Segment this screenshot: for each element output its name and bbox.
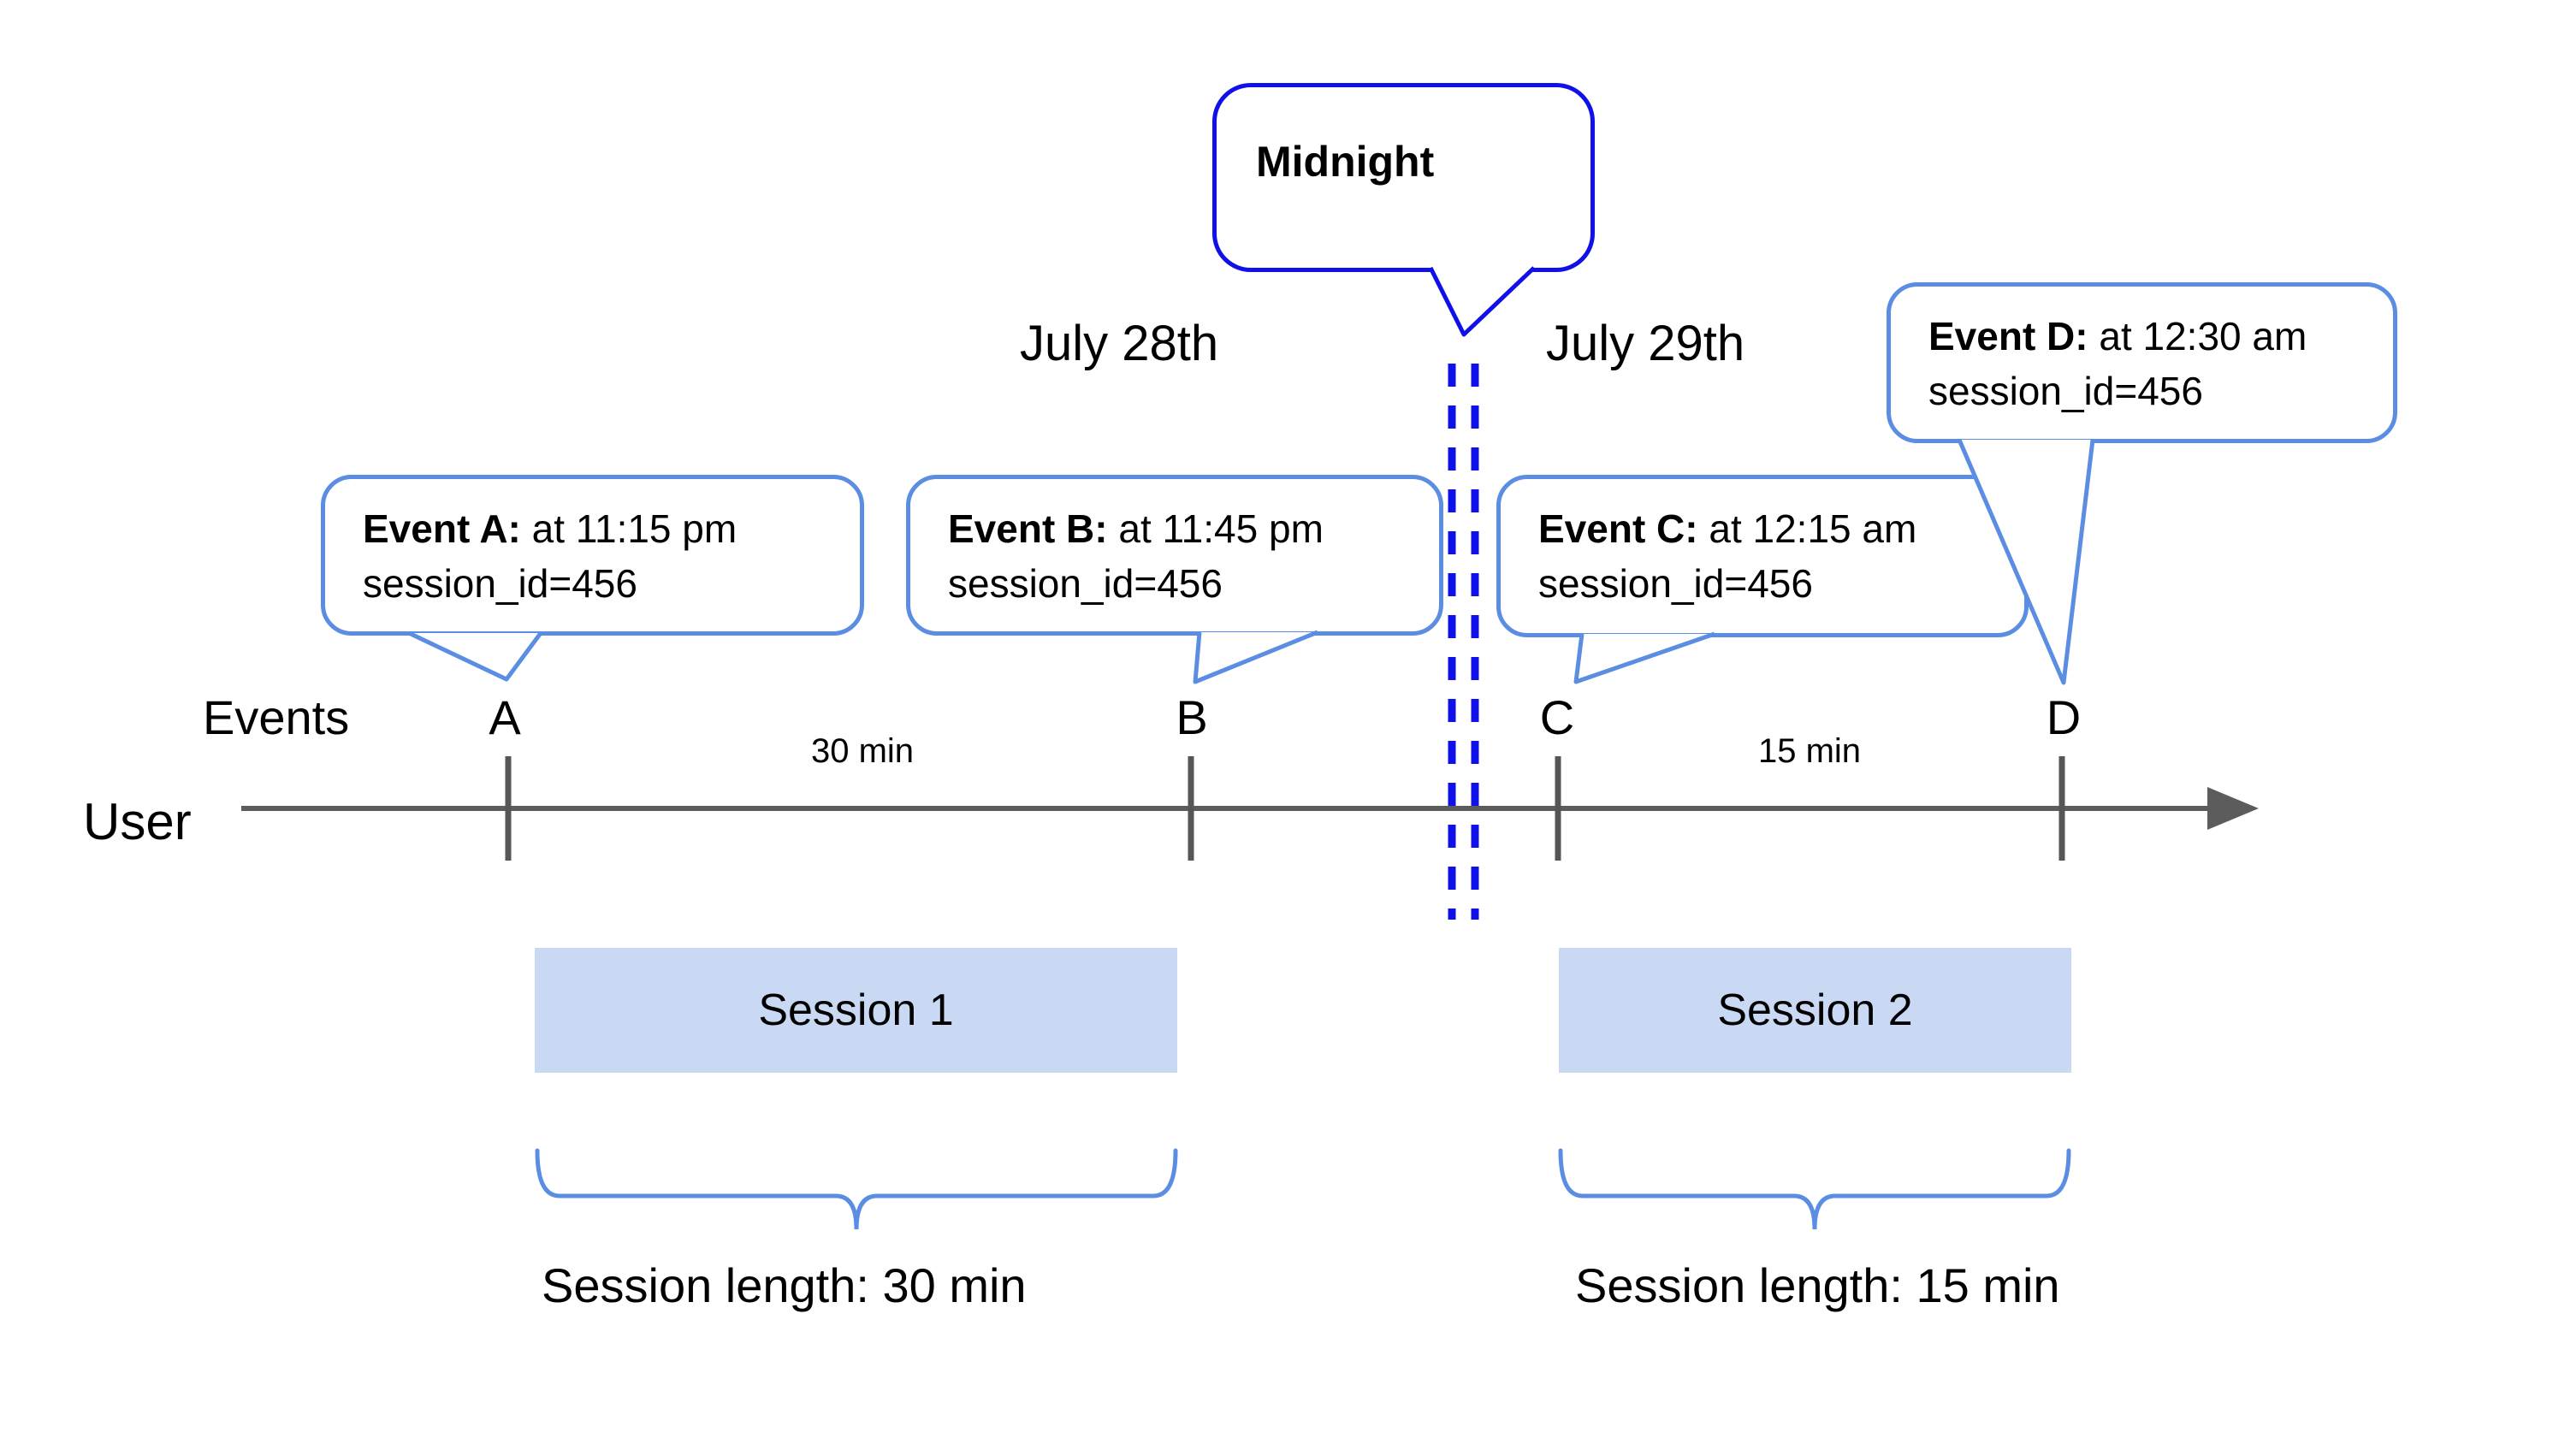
event-b-session-id: session_id=456 (948, 561, 1223, 606)
session-1-label: Session 1 (758, 985, 954, 1035)
event-d-callout-line1: Event D: at 12:30 am (1928, 309, 2359, 364)
event-c-callout-tail (1573, 631, 1715, 684)
event-c-title: Event C: (1538, 506, 1698, 551)
midnight-callout-text: Midnight (1256, 138, 1435, 186)
interval-label-30min: 30 min (810, 732, 915, 770)
events-axis-label: Events (203, 690, 350, 744)
tick-label-c: C (1539, 690, 1575, 744)
event-b-title: Event B: (948, 506, 1108, 551)
event-a-time: at 11:15 pm (520, 506, 737, 551)
session-2-brace (1558, 1148, 2071, 1230)
event-d-time: at 12:30 am (2088, 314, 2307, 358)
user-axis-label: User (83, 793, 192, 850)
tick-label-a: A (489, 690, 521, 744)
midnight-callout-bubble: Midnight (1212, 83, 1595, 272)
event-a-session-id: session_id=456 (363, 561, 637, 606)
session-1-brace (535, 1148, 1178, 1230)
event-d-callout-bubble: Event D: at 12:30 am session_id=456 (1887, 282, 2397, 443)
event-a-callout-line1: Event A: at 11:15 pm (363, 501, 826, 556)
event-a-title: Event A: (363, 506, 521, 551)
event-c-time: at 12:15 am (1697, 506, 1917, 551)
event-a-callout-tail (407, 630, 543, 682)
tick-label-d: D (2046, 690, 2082, 744)
event-c-session-id: session_id=456 (1538, 561, 1813, 606)
date-label-july-29: July 29th (1546, 316, 1745, 371)
event-d-title: Event D: (1928, 314, 2088, 358)
event-b-callout-line1: Event B: at 11:45 pm (948, 501, 1405, 556)
session-2-length-label: Session length: 15 min (1575, 1258, 2060, 1312)
interval-label-15min: 15 min (1757, 732, 1862, 770)
event-c-callout-bubble: Event C: at 12:15 am session_id=456 (1496, 475, 2029, 637)
event-b-callout-bubble: Event B: at 11:45 pm session_id=456 (906, 475, 1443, 636)
midnight-callout-tail (1428, 266, 1536, 337)
timeline-arrowhead-icon (2207, 787, 2259, 830)
session-1-length-label: Session length: 30 min (542, 1258, 1027, 1312)
event-b-callout-tail (1193, 630, 1318, 684)
event-d-session-id: session_id=456 (1928, 369, 2203, 413)
event-b-time: at 11:45 pm (1107, 506, 1324, 551)
date-label-july-28: July 28th (1020, 316, 1219, 371)
session-2-label: Session 2 (1717, 985, 1913, 1035)
session-1-box: Session 1 (535, 948, 1177, 1073)
event-c-callout-line1: Event C: at 12:15 am (1538, 501, 1990, 556)
event-a-callout-bubble: Event A: at 11:15 pm session_id=456 (321, 475, 864, 636)
tick-label-b: B (1176, 690, 1208, 744)
session-2-box: Session 2 (1559, 948, 2071, 1073)
